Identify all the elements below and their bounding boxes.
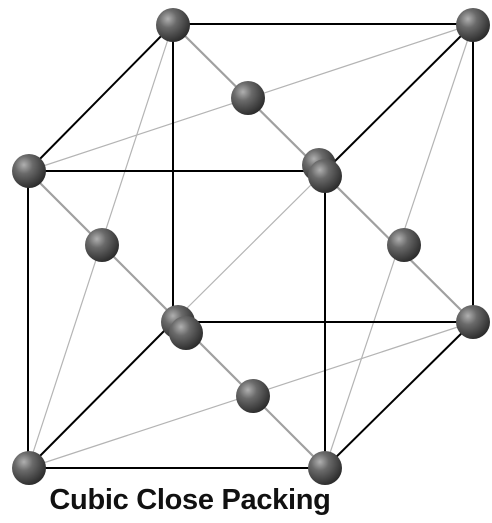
atom-back-top-left xyxy=(156,8,190,42)
atom-front-top-left xyxy=(12,154,46,188)
atom-back-bottom-left-b xyxy=(169,316,203,350)
atom-bottom-face-center xyxy=(236,379,270,413)
atom-right-face-center xyxy=(387,228,421,262)
diagram-caption: Cubic Close Packing xyxy=(49,484,331,516)
edge-bottom-left-depth xyxy=(27,321,174,469)
atom-front-top-right-b xyxy=(308,159,342,193)
atom-back-bottom-right xyxy=(456,305,490,339)
edge-top-right-depth xyxy=(324,23,474,172)
atom-front-bottom-left xyxy=(12,451,46,485)
cube-edges xyxy=(27,23,474,469)
atom-front-bottom-right xyxy=(308,451,342,485)
diag-center-1 xyxy=(172,170,326,323)
atoms xyxy=(12,8,490,485)
edge-bottom-right-depth xyxy=(324,321,474,469)
atom-left-face-center xyxy=(85,228,119,262)
atom-top-face-center xyxy=(231,81,265,115)
atom-back-top-right xyxy=(456,8,490,42)
edge-top-left-depth xyxy=(27,23,174,172)
